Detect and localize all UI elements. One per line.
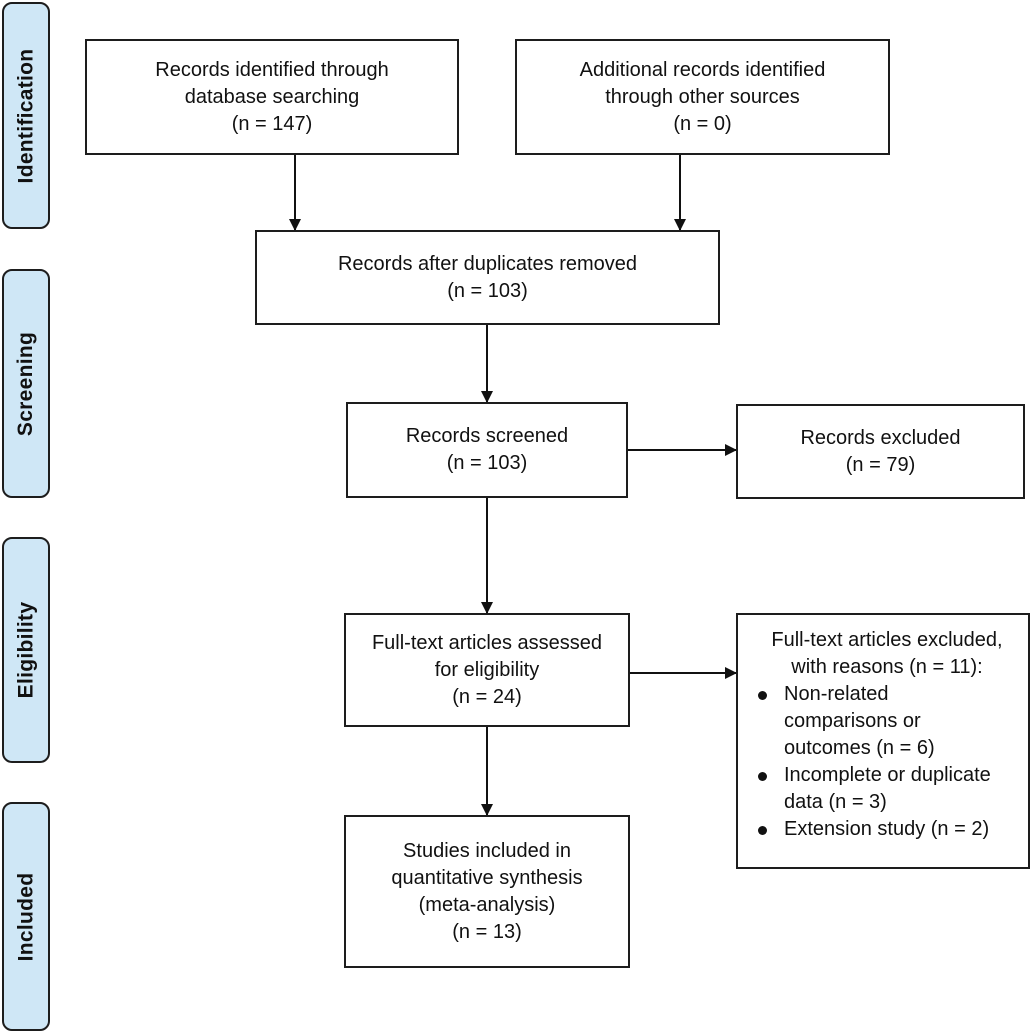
box-line: Records screened	[405, 425, 569, 447]
box-line: Records after duplicates removed	[337, 252, 638, 275]
excluded-reasons-list: Non-related comparisons or outcomes (n =…	[756, 681, 991, 843]
stage-eligibility: Eligibility	[2, 537, 50, 763]
box-other-sources: Additional records identified through ot…	[515, 39, 890, 155]
box-line: through other sources	[605, 85, 800, 108]
excluded-reason-item: Incomplete or duplicate data (n = 3)	[756, 762, 991, 816]
box-line: (n = 103)	[446, 452, 528, 474]
box-line: (n = 147)	[231, 112, 313, 135]
stage-screening: Screening	[2, 269, 50, 498]
box-line: (n = 103)	[447, 279, 528, 302]
reason-line: data (n = 3)	[784, 791, 887, 813]
box-line: (n = 13)	[452, 920, 522, 943]
box-line: quantitative synthesis	[391, 866, 583, 889]
box-line: (meta-analysis)	[418, 893, 556, 916]
box-fulltext-assessed: Full-text articles assessed for eligibil…	[344, 613, 630, 727]
box-line: database searching	[184, 85, 360, 108]
stage-identification: Identification	[2, 2, 50, 229]
excluded-reason-item: Non-related comparisons or outcomes (n =…	[756, 681, 991, 762]
box-included-studies: Studies included in quantitative synthes…	[344, 815, 630, 968]
box-line: with reasons (n = 11):	[791, 656, 983, 678]
box-line: (n = 24)	[452, 685, 522, 708]
excluded-reason-item: Extension study (n = 2)	[756, 816, 991, 843]
box-line: Full-text articles excluded,	[771, 629, 1003, 651]
box-line: Records excluded	[800, 426, 961, 449]
reason-line: Non-related	[784, 683, 889, 705]
box-line: Additional records identified	[579, 58, 826, 81]
box-line: (n = 79)	[845, 453, 916, 476]
box-records-screened: Records screened (n = 103)	[346, 402, 628, 498]
stage-included: Included	[2, 802, 50, 1031]
box-line: Full-text articles assessed	[371, 631, 603, 654]
reason-line: Extension study (n = 2)	[784, 818, 990, 840]
box-line: (n = 0)	[673, 112, 732, 135]
box-after-duplicates: Records after duplicates removed (n = 10…	[255, 230, 720, 325]
box-line: Records identified through	[155, 58, 389, 81]
box-database-search: Records identified through database sear…	[85, 39, 459, 155]
reason-line: comparisons or	[784, 710, 921, 732]
excluded-reasons-heading: Full-text articles excluded, with reason…	[756, 627, 1018, 681]
box-records-excluded: Records excluded (n = 79)	[736, 404, 1025, 499]
box-line: Studies included in	[403, 839, 571, 862]
box-fulltext-excluded: Full-text articles excluded, with reason…	[736, 613, 1030, 869]
box-line: for eligibility	[434, 658, 540, 681]
reason-line: Incomplete or duplicate	[784, 764, 991, 786]
reason-line: outcomes (n = 6)	[784, 737, 935, 759]
